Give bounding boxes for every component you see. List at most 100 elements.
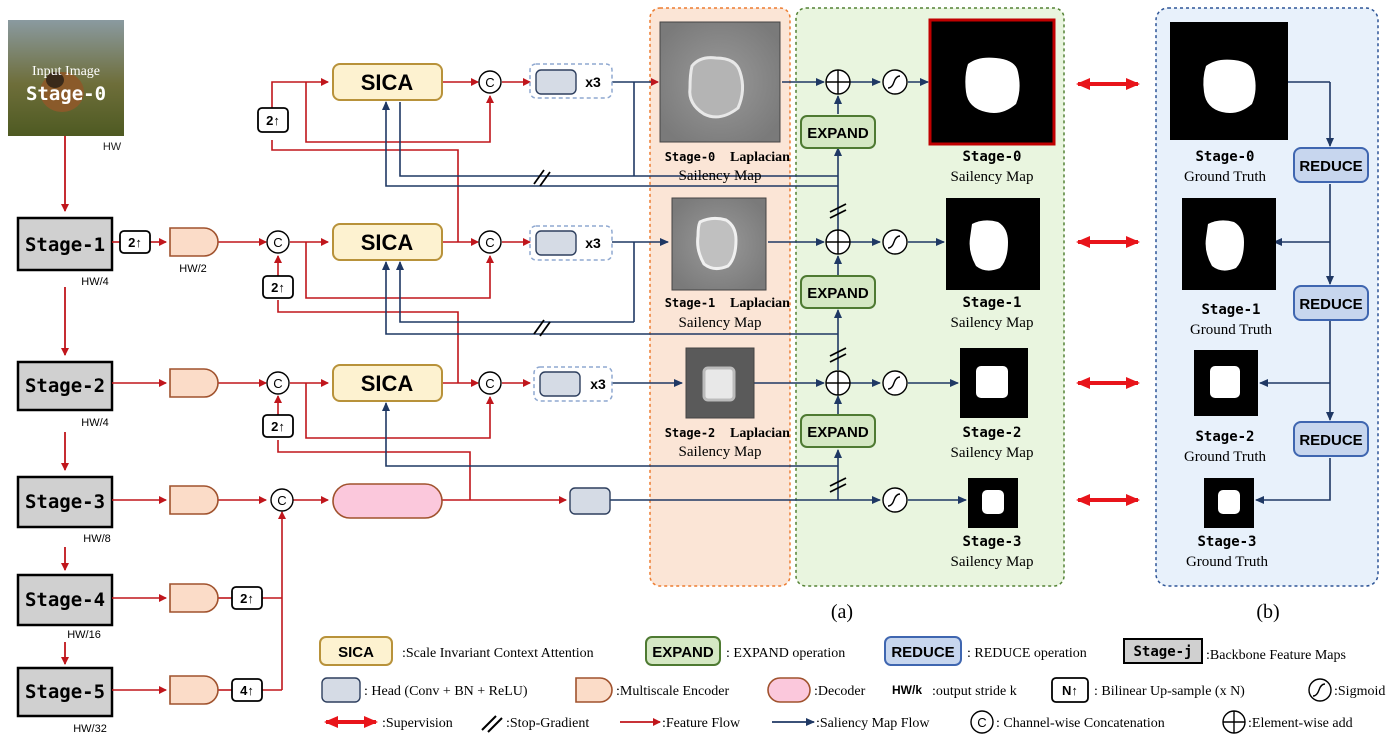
legend-feature-flow: :Feature Flow	[662, 716, 741, 731]
concat-node: C	[478, 230, 502, 254]
svg-text:Stage-3: Stage-3	[962, 534, 1021, 550]
head-group-1: x3	[529, 225, 613, 261]
svg-text:Laplacian: Laplacian	[730, 296, 790, 311]
svg-text:Sailency Map: Sailency Map	[951, 169, 1034, 185]
svg-text:REDUCE: REDUCE	[1299, 158, 1362, 175]
ground-truth-maps: Stage-0 Ground Truth Stage-1 Ground Trut…	[1170, 22, 1288, 570]
svg-text:C: C	[277, 493, 286, 508]
input-image: Input Image Stage-0	[8, 20, 124, 136]
upsample-label: 2↑	[128, 235, 142, 250]
legend-encoder: :Multiscale Encoder	[616, 684, 729, 699]
encoder-stage-2	[169, 368, 219, 398]
input-image-title: Input Image	[32, 64, 100, 79]
svg-text:Stage-0: Stage-0	[1195, 149, 1254, 165]
encoder-stage-3	[169, 485, 219, 515]
expand-block-0: EXPAND	[800, 115, 876, 149]
add-nodes	[825, 69, 851, 396]
head-groups: x3 x3 x3	[529, 63, 613, 515]
legend-concat: : Channel-wise Concatenation	[996, 716, 1165, 731]
svg-text:x3: x3	[585, 74, 601, 90]
reduce-block-2: REDUCE	[1293, 421, 1369, 457]
backbone-stage-3: Stage-3	[16, 475, 114, 529]
sica-block-1: SICA	[332, 223, 443, 261]
svg-text:Ground Truth: Ground Truth	[1184, 449, 1267, 465]
upsample-label: 2↑	[271, 280, 285, 295]
laplacian-map-0	[659, 21, 781, 143]
legend-backbone: :Backbone Feature Maps	[1206, 648, 1346, 663]
sica-block-0: SICA	[332, 63, 443, 101]
backbone-stage-1-label: Stage-1	[25, 234, 105, 256]
svg-text:SICA: SICA	[361, 70, 414, 95]
svg-text:REDUCE: REDUCE	[1299, 432, 1362, 449]
svg-text:C: C	[485, 376, 494, 391]
reduce-blocks: REDUCE REDUCE REDUCE	[1293, 147, 1369, 457]
saliency-flow-lines	[382, 78, 1334, 504]
svg-text:C: C	[485, 235, 494, 250]
expand-block-2: EXPAND	[800, 414, 876, 448]
input-stride: HW	[103, 141, 122, 153]
reduce-block-1: REDUCE	[1293, 285, 1369, 321]
svg-text:SICA: SICA	[361, 230, 414, 255]
upsample-box-stage1: 2↑	[119, 230, 151, 254]
head-group-2: x3	[533, 366, 613, 402]
svg-text:Stage-1: Stage-1	[962, 295, 1021, 311]
backbone-stage-3-stride: HW/8	[83, 533, 111, 545]
upsample-label: 2↑	[266, 113, 280, 128]
svg-text:Sailency Map: Sailency Map	[679, 315, 762, 331]
upsample-label: 2↑	[240, 591, 254, 606]
legend-head: : Head (Conv + BN + ReLU)	[364, 684, 528, 699]
panel-label-b: (b)	[1256, 601, 1279, 623]
svg-text:Sailency Map: Sailency Map	[679, 444, 762, 460]
backbone-stage-1-stride: HW/4	[81, 276, 109, 288]
svg-text:N↑: N↑	[1062, 683, 1078, 698]
svg-text:Stage-3: Stage-3	[1197, 534, 1256, 550]
feature-flow-lines	[112, 78, 567, 694]
ground-truth-map-0	[1170, 22, 1288, 140]
svg-text:Stage-0: Stage-0	[665, 150, 716, 164]
decoder-block	[332, 483, 443, 519]
svg-text:REDUCE: REDUCE	[1299, 296, 1362, 313]
add-node-0	[825, 69, 851, 95]
legend-decoder: :Decoder	[814, 684, 866, 699]
sigmoid-node-0	[882, 69, 908, 95]
sigmoid-node-1	[882, 229, 908, 255]
svg-text:Stage-2: Stage-2	[665, 426, 716, 440]
saliency-map-0	[928, 18, 1056, 146]
encoder-stage-5	[169, 675, 219, 705]
upsample-label: 4↑	[240, 683, 254, 698]
saliency-maps: Stage-0 Sailency Map Stage-1 Sailency Ma…	[928, 18, 1056, 570]
svg-text:Stage-1: Stage-1	[665, 296, 716, 310]
svg-text:C: C	[485, 75, 494, 90]
panel-label-a: (a)	[831, 601, 853, 623]
upsample-box-stage4: 2↑	[231, 586, 263, 610]
backbone-stage-4-stride: HW/16	[67, 629, 101, 641]
upsample-box-stage5: 4↑	[231, 678, 263, 702]
backbone-stage-1: Stage-1	[16, 216, 114, 272]
add-node-1	[825, 229, 851, 255]
legend-stride: :output stride k	[932, 684, 1017, 699]
head-stage-3	[569, 487, 611, 515]
backbone-stage-5-label: Stage-5	[25, 681, 105, 703]
legend-reduce: : REDUCE operation	[967, 646, 1087, 661]
laplacian-map-2	[685, 347, 755, 419]
backbone-stage-4: Stage-4	[16, 573, 114, 627]
laplacian-maps: Stage-0 Laplacian Sailency Map Stage-1 L…	[659, 21, 790, 460]
supervision-arrows	[1076, 78, 1140, 506]
svg-text:Stage-j: Stage-j	[1133, 644, 1192, 660]
encoder-stage-4	[169, 583, 219, 613]
legend-add: :Element-wise add	[1248, 716, 1353, 731]
expand-block-1: EXPAND	[800, 275, 876, 309]
legend-saliency-flow: :Saliency Map Flow	[816, 716, 930, 731]
svg-text:x3: x3	[590, 376, 606, 392]
concat-node: C	[478, 70, 502, 94]
backbone-stage-4-label: Stage-4	[25, 589, 105, 611]
svg-text:Sailency Map: Sailency Map	[951, 445, 1034, 461]
svg-text:EXPAND: EXPAND	[807, 125, 869, 142]
concat-node: C	[478, 371, 502, 395]
svg-text:Ground Truth: Ground Truth	[1184, 169, 1267, 185]
svg-text:Sailency Map: Sailency Map	[951, 554, 1034, 570]
concat-node: C	[266, 371, 290, 395]
svg-text:Stage-2: Stage-2	[962, 425, 1021, 441]
legend-stop-gradient: :Stop-Gradient	[506, 716, 589, 731]
